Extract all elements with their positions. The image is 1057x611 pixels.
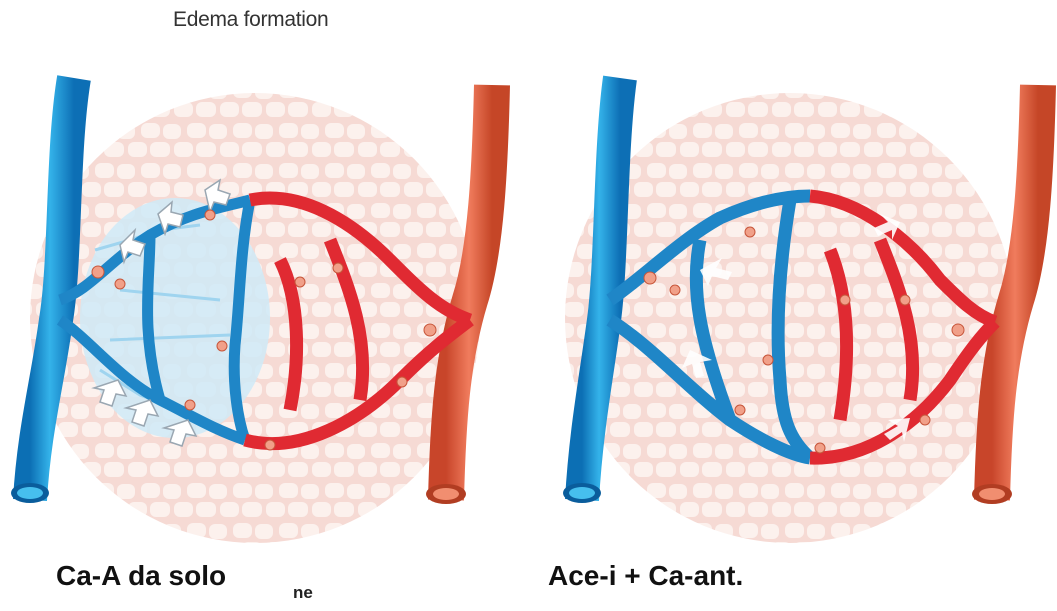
caption-right: Ace-i + Ca-ant.: [548, 560, 743, 592]
stray-text: ne: [293, 583, 313, 603]
tissue-right: [565, 93, 1015, 543]
panel-left: [11, 78, 492, 543]
panel-right: [563, 78, 1038, 543]
caption-left: Ca-A da solo: [56, 560, 226, 592]
